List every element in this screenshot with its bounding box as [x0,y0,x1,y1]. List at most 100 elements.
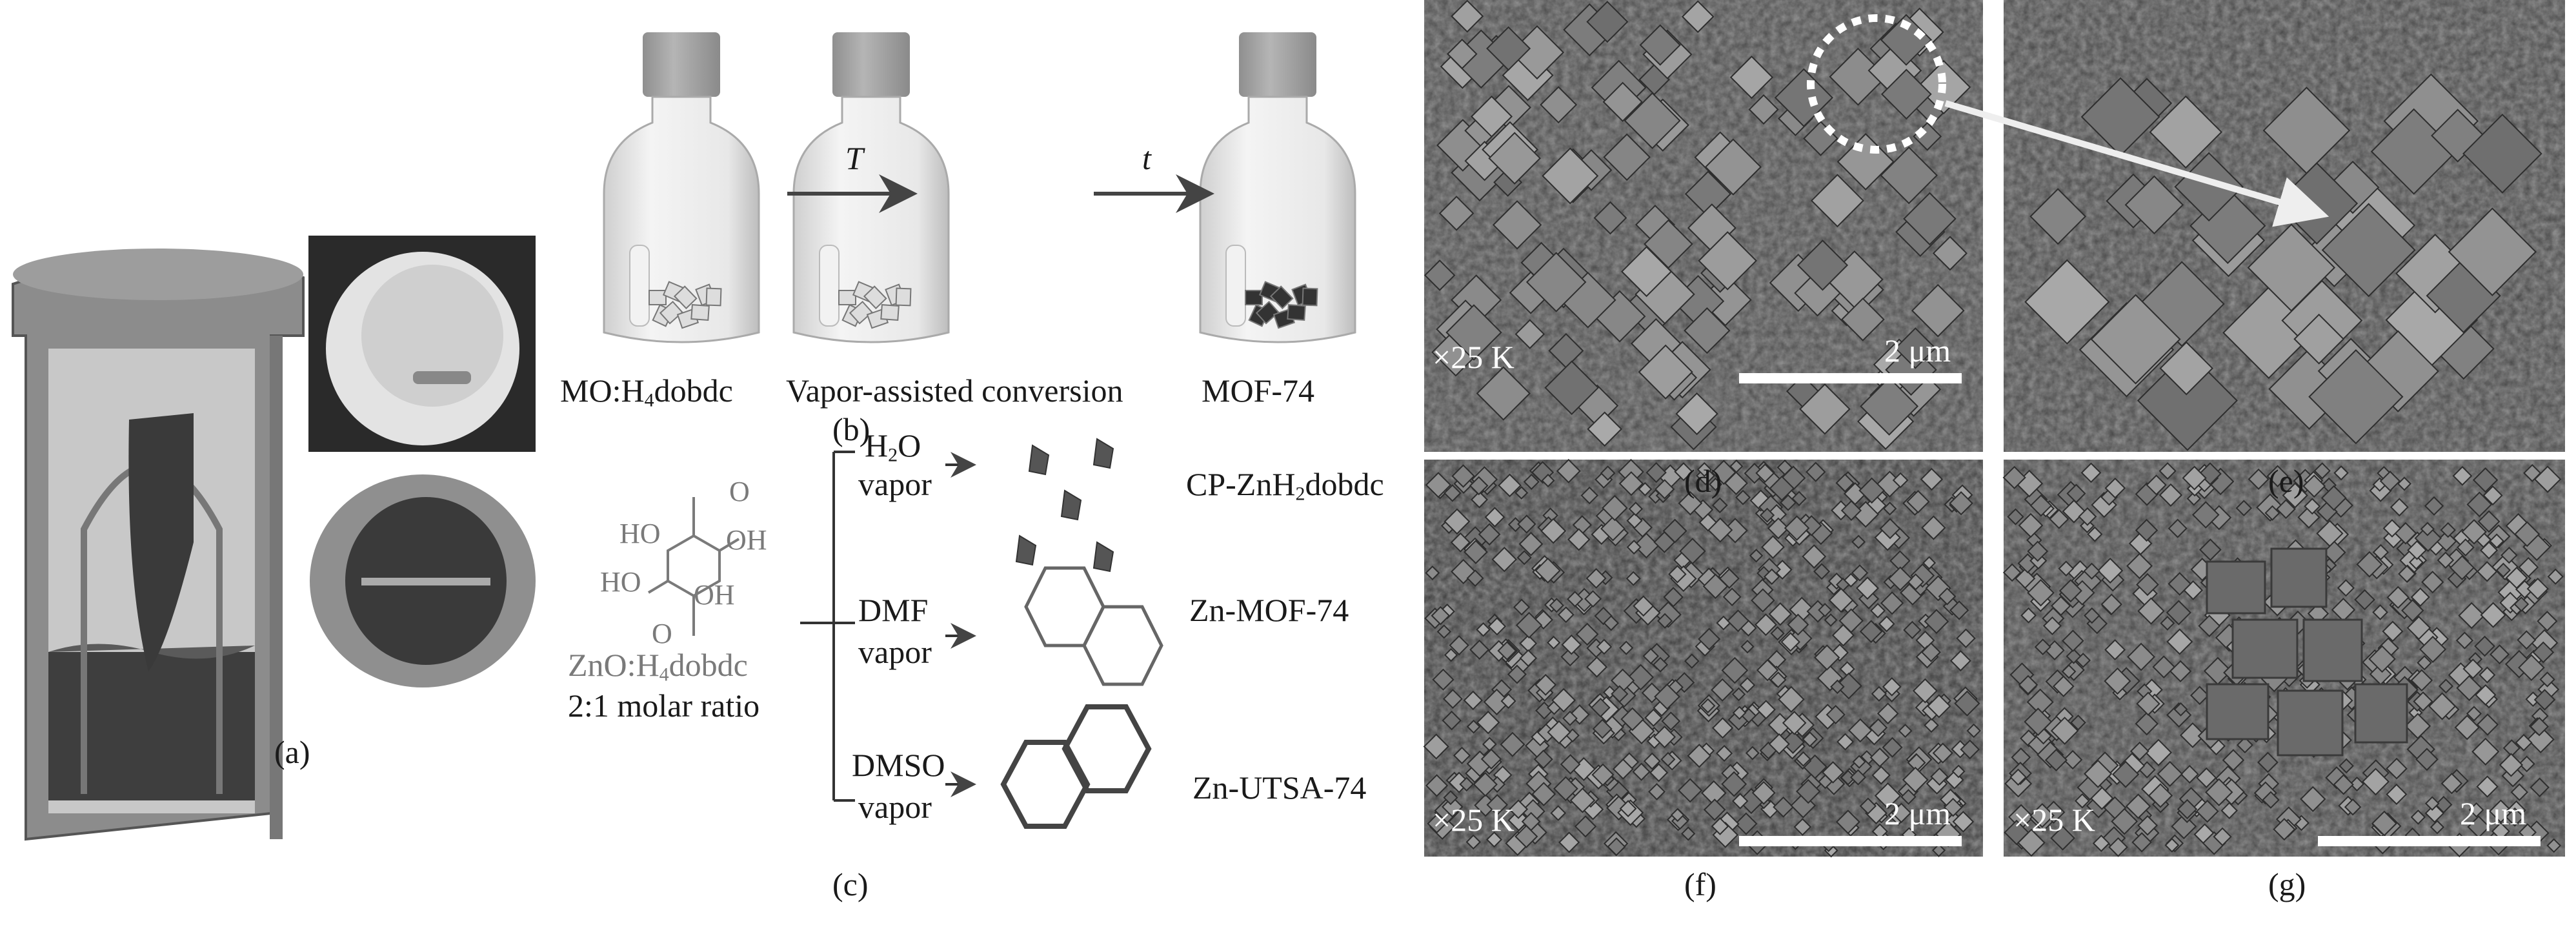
crystal [1795,751,1811,767]
crystal [2090,294,2181,385]
subscript: 4 [659,664,669,686]
crystal [1488,132,1542,185]
crystal [2129,741,2149,761]
reactants-label: ZnO:H4dobdc [568,649,748,685]
crystal [1466,569,1484,587]
crystal [1822,761,1844,784]
crystal [2424,796,2440,811]
crystal [1469,639,1490,660]
crystal [1533,749,1553,769]
crystal [1451,0,1484,33]
vapor-label-3: vapor [858,789,932,825]
crystal [1431,605,1451,626]
crystal [1790,792,1816,819]
crystal [1727,609,1750,633]
crystal [1880,591,1904,615]
crystal [1471,466,1498,493]
crystal [2136,691,2160,716]
crystal [1593,201,1627,235]
panel-label-a: (a) [274,734,310,770]
solvent-h2o: H2O [865,429,921,465]
crystal [1925,575,1951,602]
crystal [2179,722,2206,748]
vapor-label-1: vapor [858,466,932,502]
crystal [2518,755,2535,773]
crystal [2479,666,2496,684]
crystal [1780,632,1800,652]
crystal [1869,747,1890,768]
crystal [1607,837,1626,857]
crystal [2547,568,2564,585]
crystal [2164,837,2180,853]
crystal [2321,203,2416,298]
group-ho-2: HO [600,566,641,598]
crystal [2157,760,2183,788]
crystal [1931,843,1946,857]
crystal [1898,724,1913,738]
crystal [2273,818,2296,841]
crystal [1560,754,1581,775]
crystal [2136,573,2159,596]
crystal [1903,620,1922,640]
crystal [1952,811,1975,833]
crystal [1849,769,1867,786]
crystal [1711,817,1729,835]
crystal [1912,678,1938,704]
crystal [2148,783,2173,808]
crystal [2126,553,2153,580]
crystal [2480,541,2499,560]
crystal [2356,551,2383,578]
crystal [2050,717,2079,745]
panel-label-d: (d) [1684,463,1722,499]
solvent-text: H [865,427,889,463]
crystal [1641,682,1663,704]
crystal [1444,508,1471,535]
crystal [1644,219,1693,269]
crystal [2517,630,2537,650]
crystal [1906,490,1930,514]
crystal [1716,744,1733,762]
crystal [2186,491,2201,506]
crystal [1880,14,1933,66]
crystal [2413,691,2433,712]
product-cp-znh2dobdc: CP-ZnH2dobdc [1186,468,1384,504]
crystal [1600,465,1616,481]
reactant-h: H [636,647,659,683]
crystal [1519,649,1538,667]
crystal [1802,544,1827,569]
crystal [1755,463,1775,483]
crystal [1621,246,1673,298]
crystal [2084,759,2113,788]
molar-ratio: 2:1 molar ratio [568,687,760,724]
crystal [1835,672,1862,700]
crystal [1927,694,1951,718]
crystal [1444,648,1458,662]
crystal [1732,706,1747,720]
crystal [1592,718,1613,739]
crystal [1603,133,1651,181]
product-text-end: dobdc [1305,466,1384,502]
crystal [1949,600,1969,620]
crystal [1721,656,1749,684]
crystal [1882,677,1902,697]
crystal [1560,647,1580,667]
scale-label-d: 2 μm [1884,332,1951,369]
crystal [2029,494,2053,517]
crystal [1514,485,1529,500]
crystal [1932,236,1967,271]
crystal [2070,715,2086,731]
crystal [1877,702,1899,725]
crystal [2501,764,2525,788]
crystal [2466,491,2493,518]
crystal [2027,579,2055,607]
zn-utsa-74-structure [1000,704,1152,829]
crystal [1703,799,1726,821]
crystal [2149,95,2222,169]
crystal [1655,479,1675,500]
crystal [1596,638,1613,655]
crystal [2472,467,2499,493]
crystal [1549,598,1564,613]
crystal [1687,744,1712,768]
crystal [2051,595,2071,616]
photo-ptfe-liner [308,236,536,452]
